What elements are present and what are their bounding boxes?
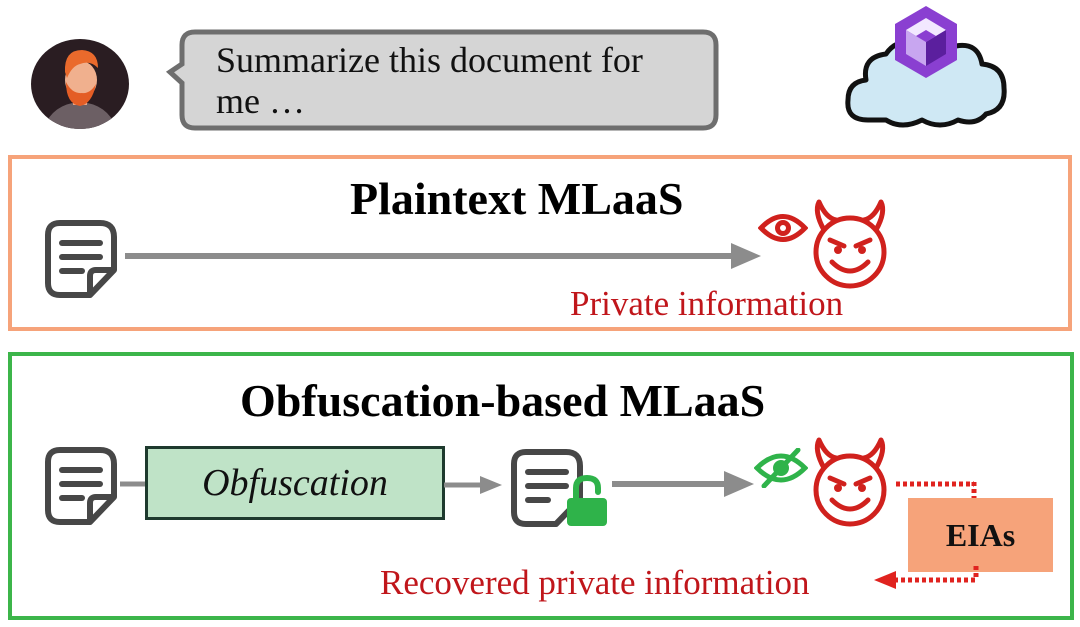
prompt-text: Summarize this document for me … [216,40,686,122]
obfuscation-title: Obfuscation-based MLaaS [240,375,766,426]
document-icon [44,445,120,527]
eye-icon [758,211,808,245]
encrypted-document-icon [510,447,610,529]
obfuscated-arrow [612,468,760,500]
document-icon [44,218,120,300]
user-avatar [30,38,130,130]
lock-icon [562,474,612,530]
prompt-line-1: Summarize this document for [216,40,643,80]
private-information-label: Private information [570,284,844,323]
obfuscation-box: Obfuscation [145,446,445,520]
devil-icon [806,436,894,528]
plaintext-mlaas-panel [8,155,1072,331]
hidden-eye-icon [754,448,808,488]
obfuscation-mlaas-panel [8,352,1074,620]
obfuscation-output-arrow [444,474,504,496]
connector-line [120,480,148,488]
eias-box: EIAs [908,498,1053,572]
speech-bubble [165,28,720,132]
plaintext-title: Plaintext MLaaS [350,173,684,224]
gcp-cube-cloud-icon [840,2,1012,132]
recovered-private-information-label: Recovered private information [380,563,810,602]
prompt-line-2: me … [216,81,305,121]
plaintext-arrow [125,240,765,272]
devil-icon [806,198,894,290]
attack-return-arrow [872,566,982,594]
